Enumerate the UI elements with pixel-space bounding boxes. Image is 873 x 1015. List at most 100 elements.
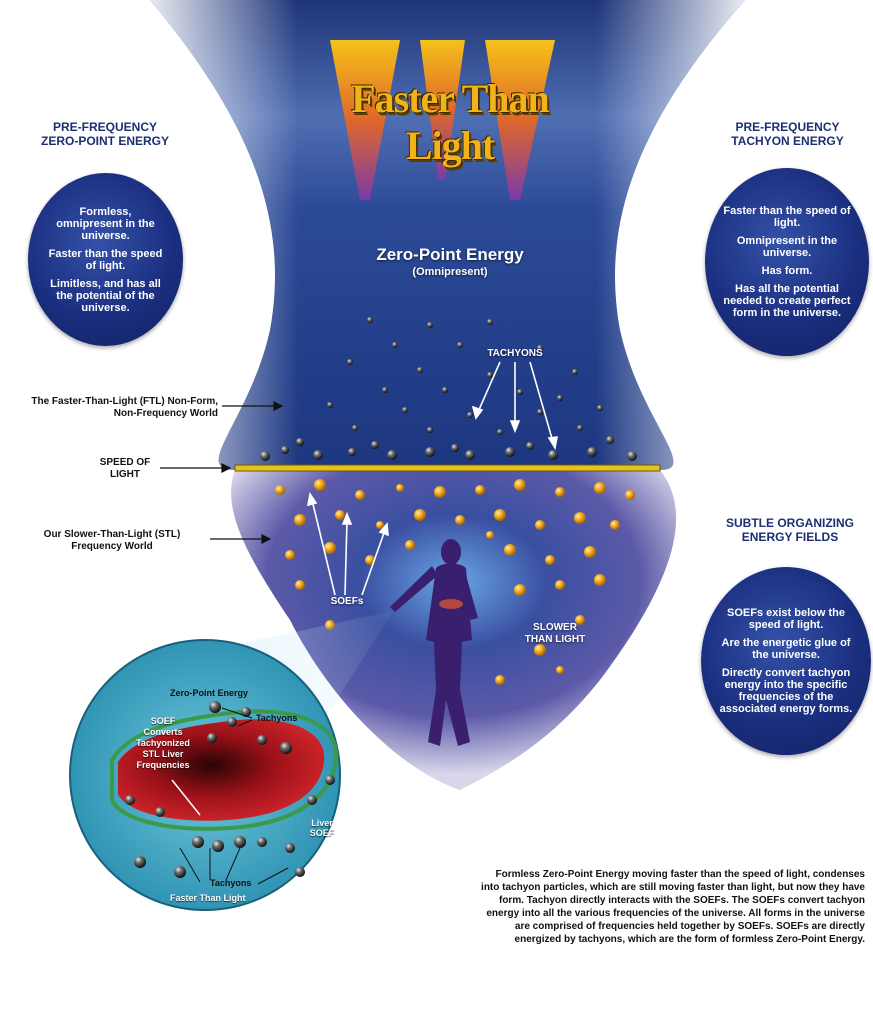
inset-tachyon-dot (307, 795, 317, 805)
speed-of-light-line (234, 464, 661, 472)
tachyon-dot (451, 444, 459, 452)
soef-orb (575, 615, 585, 625)
inset-tachyon-dot (325, 775, 335, 785)
tachyon-dot (548, 450, 558, 460)
tachyon-dot (577, 425, 583, 431)
summary-paragraph: Formless Zero-Point Energy moving faster… (481, 869, 865, 945)
soef-orb (285, 550, 295, 560)
inset-tachyon-dot (257, 837, 267, 847)
tachyon-dot (402, 407, 408, 413)
zpe-title: Zero-Point Energy (376, 245, 524, 264)
inset-pointer-arrows (179, 707, 289, 885)
tachyon-dot (465, 450, 475, 460)
soef-line: Are the energetic glue of the universe. (721, 637, 851, 661)
zero-point-heading: PRE-FREQUENCY ZERO-POINT ENERGY (40, 120, 169, 148)
tachyon-line: Faster than the speed of light. (723, 205, 851, 229)
title-arrows (330, 40, 555, 200)
soef-orb (486, 531, 494, 539)
tachyon-dot (352, 425, 358, 431)
inset-white-arrow (171, 779, 201, 816)
soef-orb (295, 580, 305, 590)
inset-tachyon-dot (212, 840, 224, 852)
tachyon-dot (487, 319, 493, 325)
soef-orb (335, 510, 345, 520)
inset-tachyons-top-label: Tachyons (256, 713, 298, 723)
zero-point-line: Limitless, and has all the potential of … (50, 277, 161, 314)
soef-orb (504, 544, 516, 556)
tachyon-dot (425, 447, 435, 457)
tachyon-dot (457, 342, 463, 348)
soef-orb (294, 514, 306, 526)
soef-orb (494, 509, 506, 521)
inset-ftl-label: Faster Than Light (170, 893, 246, 903)
soef-orb (455, 515, 465, 525)
speed-of-light-label: SPEED OF LIGHT (99, 457, 151, 480)
tachyon-dot (296, 438, 304, 446)
soef-orb (376, 521, 384, 529)
tachyon-particles (260, 317, 637, 461)
tachyon-dot (387, 450, 397, 460)
tachyon-dot (327, 402, 333, 408)
tachyon-dot (517, 389, 523, 395)
inset-tachyon-dot (207, 733, 217, 743)
inset-tachyon-dot (241, 707, 251, 717)
tachyon-dot (281, 446, 289, 454)
soef-pointer-arrows (306, 491, 389, 596)
tachyon-line: Omnipresent in the universe. (736, 235, 838, 259)
inset-tachyon-dot (227, 717, 237, 727)
tachyon-dot (572, 369, 578, 375)
soef-orb (584, 546, 596, 558)
inset-tachyons (125, 701, 335, 878)
human-figure (390, 539, 478, 746)
tachyon-line: Has form. (761, 265, 813, 277)
tachyon-dot (537, 409, 543, 415)
soef-orb (514, 584, 526, 596)
tachyon-dot (487, 372, 493, 378)
inset-tachyons-bottom-label: Tachyons (210, 878, 252, 888)
tachyon-dot (313, 450, 323, 460)
tachyon-dot (442, 387, 448, 393)
tachyon-dot (467, 412, 473, 418)
soef-orb (314, 479, 326, 491)
zero-point-line: Formless, omnipresent in the universe. (56, 205, 155, 242)
soef-orbs (275, 479, 635, 685)
soef-orb (405, 540, 415, 550)
tachyon-dot (505, 447, 515, 457)
inset-zpe-label: Zero-Point Energy (170, 688, 249, 698)
slower-than-light-label: SLOWER THAN LIGHT (524, 622, 586, 645)
soef-orb (414, 509, 426, 521)
inset-tachyon-dot (280, 742, 292, 754)
inset-tachyon-dot (234, 836, 246, 848)
soef-orb (495, 675, 505, 685)
tachyon-dot (497, 429, 503, 435)
tachyon-dot (587, 447, 597, 457)
soef-orb (574, 512, 586, 524)
tachyon-dot (367, 317, 373, 323)
soef-orb (534, 644, 546, 656)
soef-orb (434, 486, 446, 498)
tachyon-dot (392, 342, 398, 348)
soef-orb (594, 482, 606, 494)
soef-orb (475, 485, 485, 495)
tachyon-heading: PRE-FREQUENCY TACHYON ENERGY (731, 120, 844, 148)
soef-orb (535, 520, 545, 530)
soef-orb (514, 479, 526, 491)
soef-orb (365, 555, 375, 565)
inset-tachyon-dot (125, 795, 135, 805)
inset-tachyon-dot (155, 807, 165, 817)
tachyon-dot (417, 367, 423, 373)
soef-circle: SOEFs exist below the speed of light. Ar… (701, 567, 871, 755)
soefs-label: SOEFs (330, 596, 364, 607)
tachyon-dot (427, 322, 433, 328)
tachyon-dot (371, 441, 379, 449)
tachyon-dot (526, 442, 534, 450)
inset-tachyon-dot (295, 867, 305, 877)
tachyon-circle: Faster than the speed of light. Omnipres… (705, 168, 869, 356)
soef-line: SOEFs exist below the speed of light. (727, 607, 845, 631)
soef-orb (625, 490, 635, 500)
tachyon-dot (348, 448, 356, 456)
inset-tachyon-dot (209, 701, 221, 713)
liver-soef-outline (110, 709, 339, 831)
funnel-glow (150, 0, 745, 470)
tachyon-pointer-arrows (471, 361, 558, 451)
